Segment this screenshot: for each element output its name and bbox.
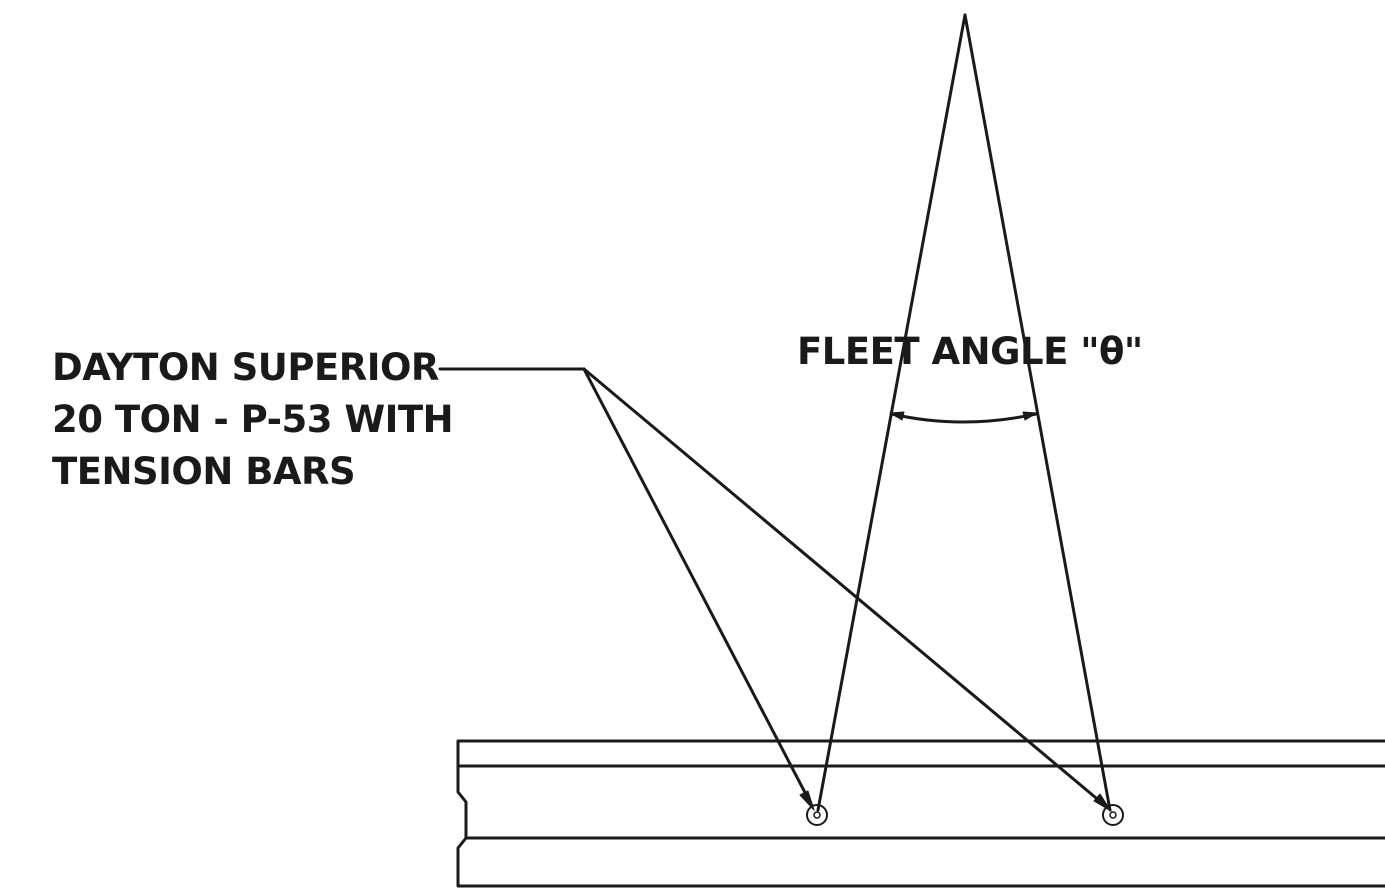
callout-line-3: TENSION BARS bbox=[52, 450, 356, 493]
callout-label: DAYTON SUPERIOR 20 TON - P-53 WITH TENSI… bbox=[52, 342, 454, 498]
fleet-angle-arrow-left bbox=[890, 412, 904, 420]
callout-leader-left bbox=[584, 369, 812, 806]
callout-line-1: DAYTON SUPERIOR bbox=[52, 346, 439, 389]
fleet-angle-arrow-right bbox=[1023, 412, 1037, 420]
callout-arrow-left bbox=[800, 791, 814, 810]
lift-insert-left bbox=[807, 805, 827, 825]
lift-insert-right bbox=[1103, 805, 1123, 825]
callout-line-2: 20 TON - P-53 WITH bbox=[52, 398, 454, 441]
fleet-angle-arc bbox=[892, 414, 1036, 422]
sling-right bbox=[965, 15, 1110, 810]
fleet-angle-label: FLEET ANGLE "θ" bbox=[797, 330, 1143, 373]
callout-leader-right bbox=[584, 369, 1108, 808]
panel-outline bbox=[458, 741, 1385, 886]
